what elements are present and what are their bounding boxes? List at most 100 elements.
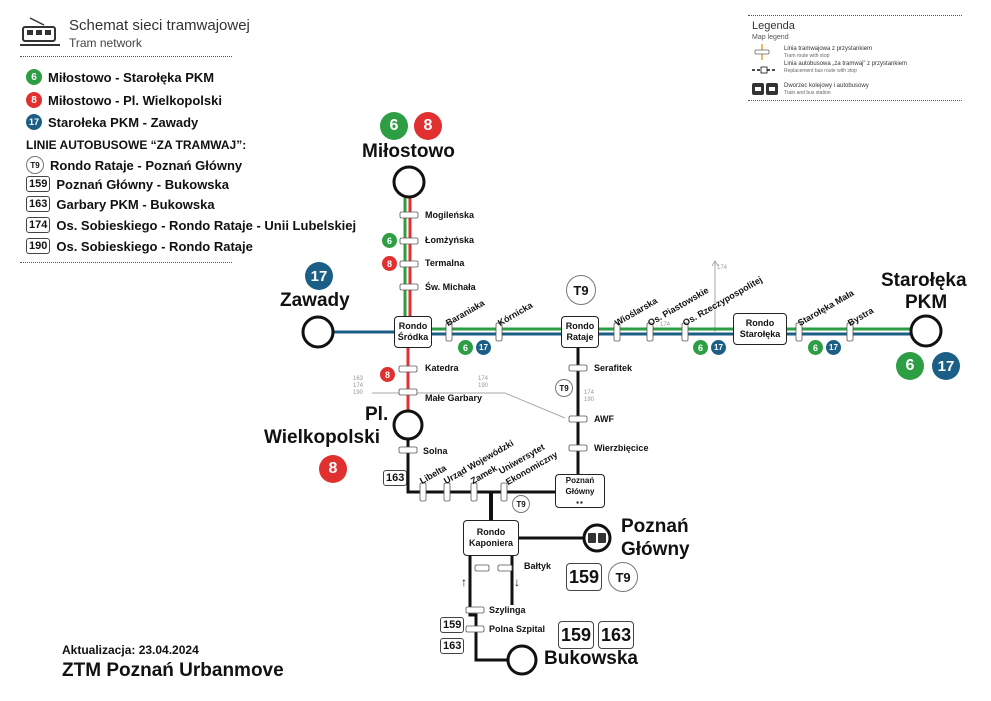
node-poznan-glowny: Poznań Główny ▪▪ bbox=[555, 474, 605, 508]
bus-item-174: 174 Os. Sobieskiego - Rondo Rataje - Uni… bbox=[26, 217, 356, 233]
bus-badge-159: 159 bbox=[440, 617, 465, 633]
route-item-8: 8 Miłostowo - Pl. Wielkopolski bbox=[26, 92, 222, 108]
route-badge-6: 6 bbox=[808, 340, 823, 355]
bus-item-t9: T9 Rondo Rataje - Poznań Główny bbox=[26, 156, 242, 174]
bus-badge-t9: T9 bbox=[566, 275, 596, 305]
bus-name: Rondo Rataje - Poznań Główny bbox=[50, 157, 243, 173]
legend-divider-top bbox=[748, 15, 962, 16]
stop-polna-szpital: Polna Szpital bbox=[489, 624, 546, 634]
terminal-label-poznan: Poznań bbox=[621, 516, 689, 537]
route-name: Starołeka PKM - Zawady bbox=[48, 114, 199, 130]
route-badge-8: 8 bbox=[380, 367, 395, 382]
bus-label-163: 163 bbox=[353, 376, 364, 382]
station-icon bbox=[598, 533, 606, 543]
kornicka-badges: 6 17 bbox=[458, 340, 491, 355]
terminal-zawady bbox=[301, 315, 335, 349]
stop-marker bbox=[399, 260, 419, 268]
station-icon bbox=[752, 82, 778, 95]
bus-badge: 159 bbox=[26, 176, 51, 192]
terminal-label-bukowska: Bukowska bbox=[544, 648, 638, 669]
bus-badge-t9: T9 bbox=[512, 495, 530, 513]
station-icon bbox=[588, 533, 596, 543]
stop-szylinga: Szylinga bbox=[489, 605, 526, 615]
legend-item-station: Dworzec kolejowy i autobusowy Train and … bbox=[784, 83, 869, 97]
terminal-label-glowny: Główny bbox=[621, 539, 690, 560]
terminal-label-zawady: Zawady bbox=[280, 290, 350, 311]
update-date: Aktualizacja: 23.04.2024 bbox=[62, 643, 199, 657]
bus-badge: 190 bbox=[26, 238, 51, 254]
terminal-label-pkm: PKM bbox=[905, 292, 948, 313]
bus-route-main bbox=[406, 437, 562, 494]
staroleka-badges: 6 17 bbox=[896, 352, 960, 380]
bus-label-174: 174 bbox=[717, 265, 728, 271]
legend-label: Linia autobusowa „za tramwaj” z przystan… bbox=[784, 61, 908, 67]
stop-marker bbox=[398, 365, 418, 373]
route-name: Miłostowo - Pl. Wielkopolski bbox=[48, 92, 222, 108]
bus-label-174: 174 bbox=[584, 390, 595, 396]
legend-item-bus: Linia autobusowa „za tramwaj” z przystan… bbox=[784, 61, 907, 75]
route-badge: 6 bbox=[26, 69, 42, 85]
stop-marker bbox=[568, 444, 588, 452]
stop-marker bbox=[470, 482, 478, 502]
legend-divider-bottom bbox=[748, 100, 962, 101]
divider bbox=[20, 262, 232, 263]
stop-marker bbox=[497, 564, 513, 572]
bus-label-174: 174 bbox=[660, 322, 671, 328]
stop-serafitek: Serafitek bbox=[594, 363, 633, 373]
terminal-bukowska bbox=[506, 644, 538, 676]
route-badge-17: 17 bbox=[711, 340, 726, 355]
stop-awf: AWF bbox=[594, 414, 614, 424]
stop-marker bbox=[568, 364, 588, 372]
stop-katedra: Katedra bbox=[425, 363, 459, 373]
terminal-label-milostowo: Miłostowo bbox=[362, 141, 455, 162]
bus-label-190: 190 bbox=[478, 383, 489, 389]
milostowo-badges: 6 8 bbox=[380, 112, 442, 140]
stop-marker bbox=[568, 415, 588, 423]
bus-item-159: 159 Poznań Główny - Bukowska bbox=[26, 176, 229, 192]
stop-mogilenska: Mogileńska bbox=[425, 210, 475, 220]
legend-bus-symbol bbox=[752, 62, 776, 74]
route-badge-17: 17 bbox=[476, 340, 491, 355]
terminal-poznan-glowny bbox=[582, 523, 612, 553]
bus-label-174: 174 bbox=[478, 376, 489, 382]
stop-marker bbox=[474, 564, 490, 572]
terminal-label-wielkopolski: Wielkopolski bbox=[264, 427, 380, 448]
bus-name: Os. Sobieskiego - Rondo Rataje bbox=[56, 238, 253, 254]
legend-tram-symbol bbox=[752, 44, 772, 60]
bus-name: Poznań Główny - Bukowska bbox=[56, 176, 229, 192]
bus-badge: 163 bbox=[26, 196, 51, 212]
poznan-bus-badges: 159 T9 bbox=[566, 562, 639, 592]
terminal-label-staroleka: Starołęka bbox=[881, 270, 967, 291]
stop-male-garbary: Małe Garbary bbox=[425, 393, 483, 403]
stop-marker bbox=[681, 322, 689, 342]
bukowska-bus-badges: 159 163 bbox=[558, 621, 635, 649]
legend-label: Dworzec kolejowy i autobusowy bbox=[784, 83, 869, 89]
stop-solna: Solna bbox=[423, 446, 448, 456]
bus-heading: LINIE AUTOBUSOWE “ZA TRAMWAJ”: bbox=[26, 138, 247, 152]
arrow-up-icon: ↑ bbox=[461, 575, 467, 589]
route-badge-6: 6 bbox=[382, 233, 397, 248]
stop-marker bbox=[399, 211, 419, 219]
page-subtitle: Tram network bbox=[69, 36, 142, 50]
node-rondo-srodka: Rondo Śródka bbox=[394, 316, 432, 348]
bus-item-190: 190 Os. Sobieskiego - Rondo Rataje bbox=[26, 238, 253, 254]
tram-icon bbox=[20, 16, 60, 48]
rzeczypospolitej-badges: 6 17 bbox=[693, 340, 726, 355]
stop-marker bbox=[398, 388, 418, 396]
route-badge: 8 bbox=[26, 92, 42, 108]
stop-marker bbox=[443, 482, 451, 502]
bus-badge-t9: T9 bbox=[555, 379, 573, 397]
terminal-pl-wielkopolski bbox=[392, 409, 424, 441]
route-item-6: 6 Miłostowo - Starołęka PKM bbox=[26, 69, 214, 85]
bus-item-163: 163 Garbary PKM - Bukowska bbox=[26, 196, 215, 212]
stop-marker bbox=[465, 606, 485, 614]
staroleka-mala-badges: 6 17 bbox=[808, 340, 841, 355]
legend-label: Linia tramwajowa z przystankiem bbox=[784, 46, 873, 52]
bus-label-190: 190 bbox=[584, 397, 595, 403]
bus-label-190: 190 bbox=[353, 390, 364, 396]
stop-baltyk: Bałtyk bbox=[524, 561, 552, 571]
organization: ZTM Poznań Urbanmove bbox=[62, 660, 284, 681]
terminal-label-pl: Pl. bbox=[365, 404, 389, 425]
bus-badge-159: 159 bbox=[566, 563, 603, 591]
stop-marker bbox=[795, 322, 803, 342]
